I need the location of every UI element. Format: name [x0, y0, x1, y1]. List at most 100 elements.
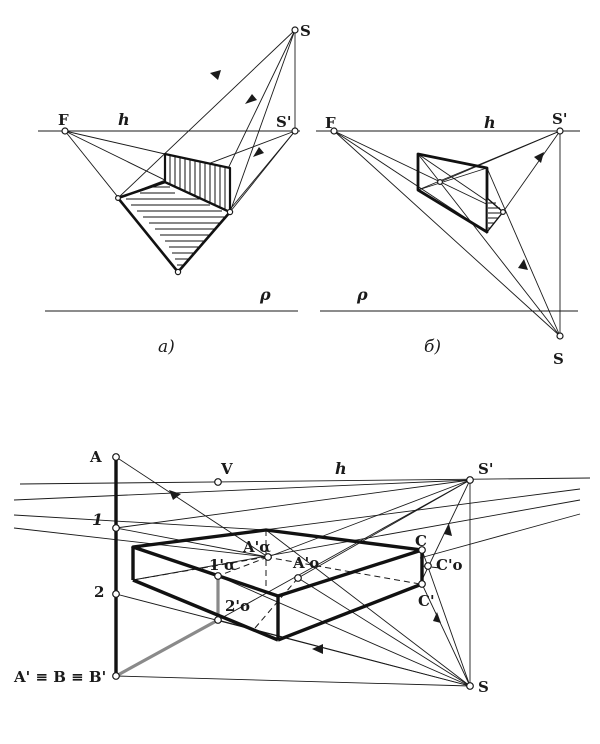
- caption-b: б): [424, 337, 441, 357]
- ray-c: [115, 675, 471, 687]
- point-S-b: [556, 332, 564, 340]
- ray-c: [13, 514, 267, 531]
- arrow-c: [312, 644, 323, 654]
- label-S-prime: S': [478, 460, 493, 478]
- hidden-edge-c: [217, 556, 269, 577]
- point-S: [466, 682, 474, 690]
- point-C: [418, 546, 426, 554]
- arrow-c: [433, 612, 441, 623]
- ray-a: [229, 130, 296, 213]
- arrow-b: [518, 259, 528, 270]
- label-S: S: [553, 350, 564, 368]
- diagram-b: F h S' S ρ б): [316, 110, 580, 368]
- ray-a: [64, 130, 166, 155]
- label-ABB: A' ≡ B ≡ B': [13, 668, 106, 686]
- point-C-prime: [418, 580, 426, 588]
- label-S: S: [478, 678, 489, 696]
- point-A-alpha: [264, 553, 272, 561]
- point-shadow-b: [500, 209, 507, 216]
- ray-c: [265, 529, 471, 687]
- arrow-c: [444, 524, 452, 536]
- box-top-c: [131, 528, 424, 598]
- label-p: ρ: [259, 285, 271, 304]
- ray-c: [419, 513, 581, 559]
- point-S-prime: [466, 476, 474, 484]
- shadow-line-c: [115, 576, 220, 678]
- label-A-alpha: A'α: [242, 538, 271, 556]
- label-2: 2: [94, 583, 104, 601]
- point-2: [112, 590, 120, 598]
- label-1-alpha: 1'α: [209, 556, 236, 574]
- diagram-a: F h S' S ρ а): [38, 22, 311, 357]
- point-2-o: [214, 616, 222, 624]
- ray-c: [217, 575, 471, 687]
- label-C: C: [415, 532, 427, 550]
- label-h: h: [118, 110, 130, 129]
- box-edge-c: [277, 582, 423, 642]
- point-F-a: [61, 127, 69, 135]
- ray-c: [13, 527, 269, 558]
- label-S-prime: S': [276, 113, 291, 131]
- arrow-c: [169, 490, 181, 500]
- label-2-o: 2'o: [225, 597, 250, 615]
- diagram-c: A V h S' 1 2 A'α 1'α A'o 2'o C C'o C' A'…: [13, 448, 591, 696]
- label-C-o: C'o: [436, 556, 463, 574]
- ray-b: [417, 167, 488, 191]
- arrow-a: [253, 147, 264, 157]
- hidden-edge-c: [265, 556, 421, 585]
- ray-c: [115, 456, 269, 558]
- point-V: [214, 478, 222, 486]
- point-C-o: [424, 562, 432, 570]
- ray-c: [267, 479, 471, 558]
- ray-c: [115, 479, 471, 529]
- label-C-prime: C': [418, 592, 435, 610]
- ray-b: [486, 167, 561, 337]
- label-F: F: [325, 114, 336, 132]
- label-F: F: [58, 111, 69, 129]
- ray-a: [229, 29, 296, 213]
- point-shadow-a: [174, 268, 182, 276]
- arrow-b: [534, 152, 544, 163]
- label-S: S: [300, 22, 311, 40]
- hidden-edge-c: [132, 556, 267, 581]
- label-p: ρ: [356, 285, 368, 304]
- wall-hatching-a: [169, 155, 226, 210]
- label-A-o: A'o: [292, 554, 319, 572]
- label-h: h: [484, 113, 496, 132]
- ray-c: [421, 583, 471, 687]
- point-A-o: [294, 574, 302, 582]
- point-S-prime-b: [556, 127, 564, 135]
- ray-c: [115, 527, 269, 558]
- label-1: 1: [92, 510, 103, 529]
- label-S-prime: S': [552, 110, 567, 128]
- ray-b: [502, 130, 561, 213]
- point-ABB: [112, 672, 120, 680]
- point-center-b: [437, 179, 444, 186]
- shadow-hatching-a: [126, 186, 226, 266]
- ray-c: [217, 479, 471, 621]
- ray-c: [297, 577, 471, 687]
- box-edge-c: [132, 578, 279, 642]
- caption-a: а): [158, 337, 175, 357]
- ray-c: [13, 479, 471, 501]
- label-A: A: [89, 448, 102, 466]
- arrow-a: [245, 94, 257, 104]
- point-A: [112, 453, 120, 461]
- shadow-hatching-b: [488, 202, 502, 229]
- arrow-a: [210, 70, 221, 80]
- point-S-prime-a: [291, 127, 299, 135]
- point-1: [112, 524, 120, 532]
- horizon-line-c: [19, 477, 591, 485]
- point-S-a: [291, 26, 299, 34]
- point-wall-a: [226, 208, 234, 216]
- ray-b: [333, 130, 561, 337]
- ray-a: [117, 29, 296, 199]
- point-F-b: [330, 127, 338, 135]
- point-1-alpha: [214, 572, 222, 580]
- ray-c: [421, 549, 471, 687]
- label-V: V: [220, 460, 233, 478]
- point-shadow-left-a: [114, 195, 121, 202]
- ray-b: [439, 130, 561, 183]
- label-h: h: [335, 459, 347, 478]
